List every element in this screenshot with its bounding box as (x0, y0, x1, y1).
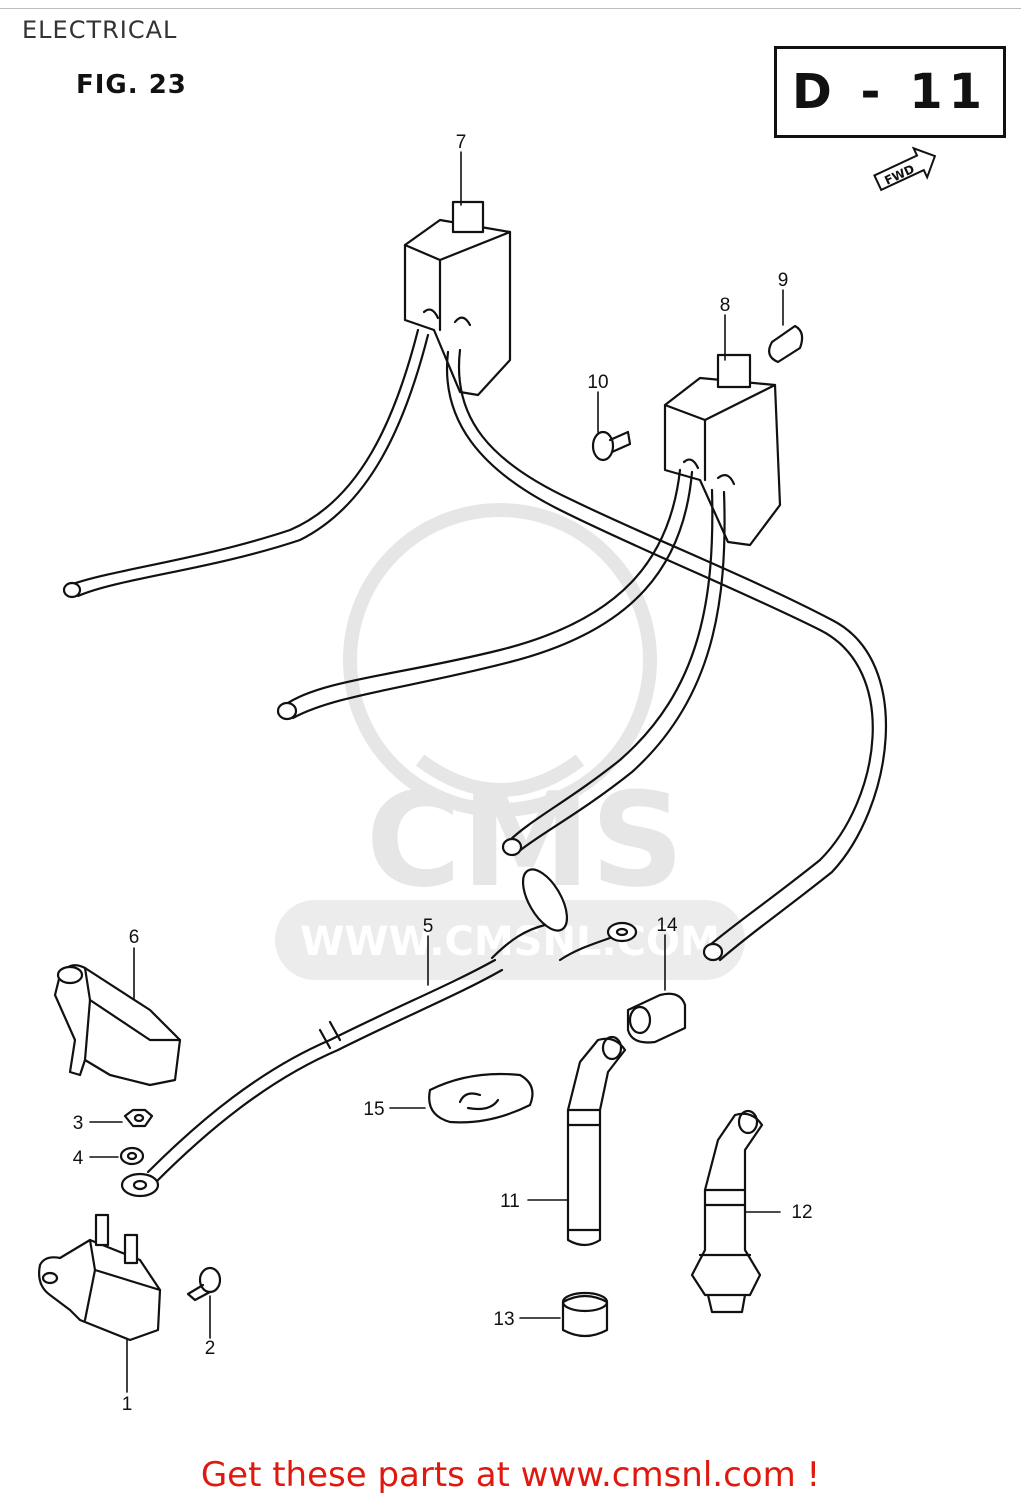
part-13-seal (561, 1291, 609, 1338)
part-2-screw (186, 1266, 222, 1302)
callout-4: 4 (73, 1148, 84, 1169)
part-4-washer (119, 1146, 145, 1166)
ht-leads-coil-7 (62, 328, 888, 962)
ignition-coil-8 (663, 353, 782, 547)
callout-5: 5 (423, 916, 434, 937)
ignition-coil-7 (403, 200, 512, 397)
callout-2: 2 (205, 1338, 216, 1359)
callout-8: 8 (720, 295, 731, 316)
section-code: D - 11 (792, 64, 988, 120)
part-1-starter-relay (38, 1213, 162, 1342)
callout-7: 7 (456, 132, 467, 153)
ground-lead-5 (120, 868, 638, 1198)
callout-15: 15 (363, 1099, 384, 1120)
footer-parts-link[interactable]: Get these parts at www.cmsnl.com ! (200, 1455, 821, 1495)
part-14-boot (626, 992, 687, 1044)
part-10-screw (591, 430, 632, 462)
part-11-plug-cap (566, 1035, 627, 1247)
callout-12: 12 (791, 1202, 812, 1223)
ht-leads-coil-8 (276, 468, 726, 857)
header-divider (0, 8, 1021, 9)
part-6-regulator (53, 964, 182, 1087)
part-12-plug-cap (690, 1109, 764, 1314)
section-code-box: D - 11 (774, 46, 1006, 138)
callout-14: 14 (656, 915, 678, 936)
callouts: 7 8 9 10 6 5 14 3 4 15 11 12 13 1 2 (73, 132, 813, 1415)
fwd-arrow-icon: FWD (873, 146, 937, 192)
callout-13: 13 (493, 1309, 514, 1330)
leader-lines (89, 151, 784, 1393)
callout-6: 6 (129, 927, 140, 948)
part-3-nut (123, 1108, 154, 1128)
part-15-grommet (428, 1072, 534, 1124)
callout-10: 10 (587, 372, 608, 393)
watermark-logo (343, 503, 657, 817)
callout-11: 11 (500, 1191, 520, 1212)
callout-1: 1 (122, 1394, 133, 1415)
figure-label: FIG. 23 (76, 70, 187, 100)
callout-3: 3 (73, 1113, 84, 1134)
callout-9: 9 (778, 270, 789, 291)
part-9-cap (767, 324, 804, 364)
watermark-banner (275, 900, 745, 980)
page-title: ELECTRICAL (22, 16, 178, 44)
